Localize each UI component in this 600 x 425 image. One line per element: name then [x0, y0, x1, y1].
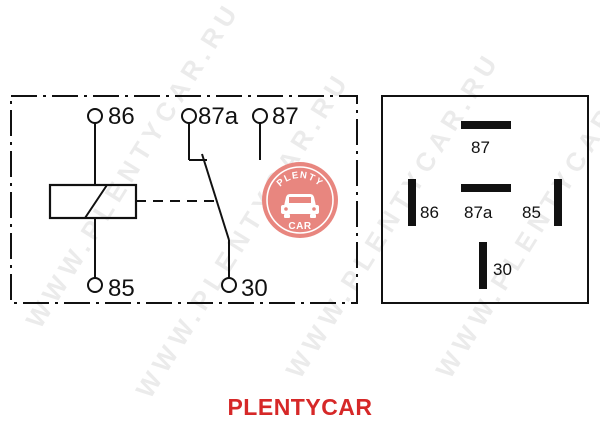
- pin-layout-frame: [381, 95, 589, 304]
- pin-87-label: 87: [471, 138, 490, 157]
- car-icon: [281, 194, 319, 218]
- pin-30-bar: [479, 242, 487, 289]
- relay-schematic: [10, 95, 358, 304]
- coil-diagonal: [84, 184, 108, 219]
- terminal-87a-circle: [181, 108, 197, 124]
- pin-85-label: 85: [522, 203, 541, 222]
- schematic-housing: [10, 95, 358, 304]
- pin-layout: [381, 95, 589, 304]
- brand-caption: PLENTYCAR: [227, 394, 373, 420]
- pin-86-bar: [408, 179, 416, 226]
- plentycar-logo: PLENTY CAR: [262, 162, 338, 238]
- terminal-87-circle: [252, 108, 268, 124]
- terminal-85-label: 85: [108, 275, 135, 302]
- pin-87-bar: [461, 121, 511, 129]
- terminal-30-label: 30: [241, 275, 268, 302]
- terminal-87-label: 87: [272, 103, 299, 130]
- pin-85-bar: [554, 179, 562, 226]
- pin-86-label: 86: [420, 203, 439, 222]
- armature: [201, 153, 230, 241]
- logo-bottom-text: CAR: [288, 221, 311, 232]
- terminal-85-circle: [87, 277, 103, 293]
- logo-inner-ring: [266, 166, 334, 234]
- terminal-86-label: 86: [108, 103, 135, 130]
- pin-87a-label: 87a: [464, 203, 493, 222]
- pin-87a-bar: [461, 184, 511, 192]
- terminal-86-circle: [87, 108, 103, 124]
- terminal-87a-label: 87a: [198, 103, 239, 130]
- terminal-30-circle: [221, 277, 237, 293]
- pin-30-label: 30: [493, 260, 512, 279]
